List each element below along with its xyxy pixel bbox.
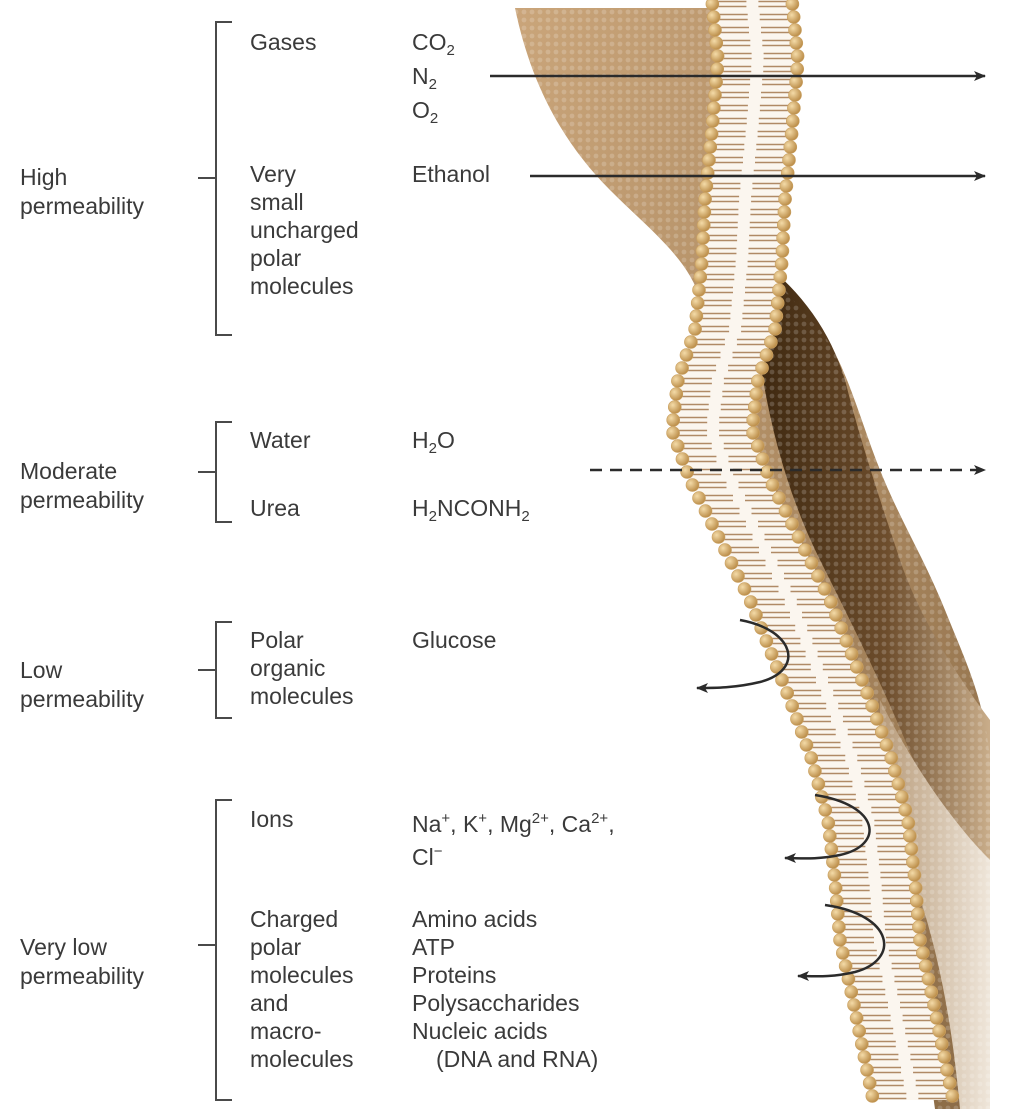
class-polar-organic-molecules: Polar organic molecules <box>250 626 354 710</box>
class-ions: Ions <box>250 805 293 833</box>
class-very-small-uncharged-polar: Very small uncharged polar molecules <box>250 160 359 300</box>
bracket-moderate-permeability <box>198 422 232 522</box>
class-water: Water <box>250 426 311 454</box>
bracket-very-low-permeability <box>198 800 232 1100</box>
example-glucose: Glucose <box>412 626 496 654</box>
class-charged-polar-macromolecules: Charged polar molecules and macro- molec… <box>250 905 354 1073</box>
bracket-high-permeability <box>198 22 232 335</box>
bracket-low-permeability <box>198 622 232 718</box>
class-gases: Gases <box>250 28 316 56</box>
example-o2: O2 <box>412 96 438 133</box>
example-ethanol: Ethanol <box>412 160 490 188</box>
example-h2nconh2: H2NCONH2 <box>412 494 530 531</box>
example-h2o: H2O <box>412 426 455 463</box>
example-ions-list: Na+, K+, Mg2+, Ca2+,Cl− <box>412 805 615 871</box>
group-brackets <box>198 22 232 1100</box>
example-co2: CO2 <box>412 28 455 65</box>
class-urea: Urea <box>250 494 300 522</box>
example-charged-list: Amino acids ATP Proteins Polysaccharides… <box>412 905 598 1073</box>
example-n2: N2 <box>412 62 437 99</box>
